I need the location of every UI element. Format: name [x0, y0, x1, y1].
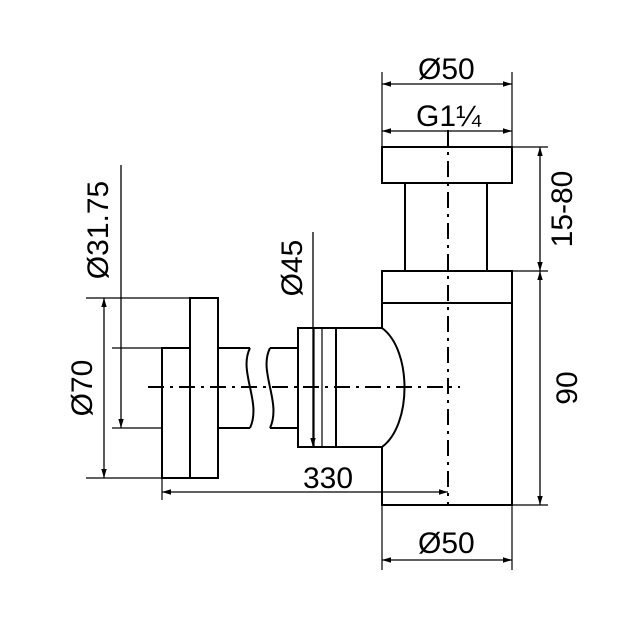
label-pipe-diameter: Ø31.75: [82, 181, 115, 279]
vertical-tube: [404, 182, 488, 272]
label-thread: G1¼: [416, 100, 482, 133]
label-pipe-length: 330: [303, 462, 353, 495]
label-top-diameter: Ø50: [418, 53, 475, 86]
trap-body: [336, 146, 513, 506]
body-collar: [381, 270, 513, 304]
flange-sleeve: [161, 347, 191, 479]
dimension-labels: Ø50 G1¼ 15-80 90 Ø50 330 Ø31.75 Ø45 Ø70: [66, 53, 584, 560]
label-adjust-height: 15-80: [546, 171, 579, 248]
dimension-lines: [101, 81, 543, 563]
label-body-height: 90: [551, 371, 584, 404]
pipe-break-right: [265, 347, 275, 429]
label-outlet-diameter: Ø45: [276, 240, 309, 297]
label-flange-diameter: Ø70: [66, 360, 99, 417]
label-bottom-diameter: Ø50: [418, 527, 475, 560]
